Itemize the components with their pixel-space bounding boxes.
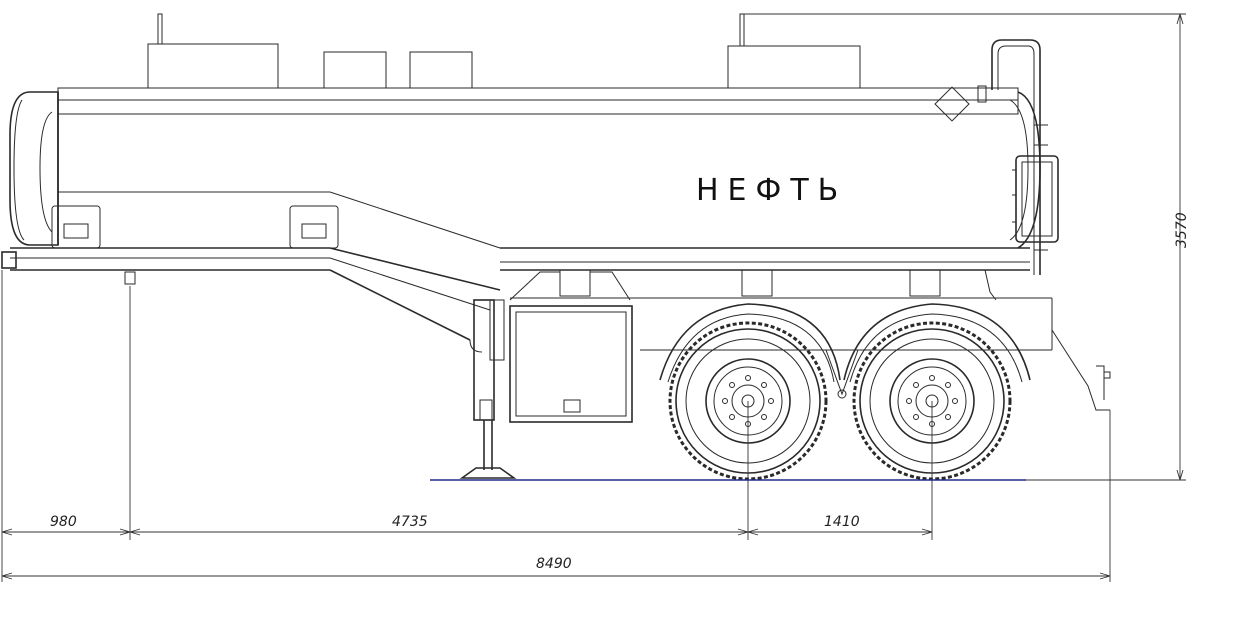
fenders [659, 303, 1031, 399]
rear-ladder [934, 39, 1059, 275]
dim-overall-length: 8490 [536, 556, 572, 572]
dim-overall-height: 3570 [1174, 212, 1190, 248]
landing-gear [459, 299, 517, 479]
hazard-placard-icon [934, 86, 970, 122]
tool-box [509, 305, 633, 423]
dim-kingpin-to-axle: 4735 [392, 514, 428, 530]
tank-body [9, 87, 1041, 249]
tank-label: НЕФТЬ [696, 173, 847, 208]
tank-domes [147, 13, 861, 89]
dim-front-overhang: 980 [50, 514, 77, 530]
dim-axle-spacing: 1410 [824, 514, 860, 530]
dimension-lines [1, 13, 1186, 582]
saddle-supports [51, 205, 941, 301]
